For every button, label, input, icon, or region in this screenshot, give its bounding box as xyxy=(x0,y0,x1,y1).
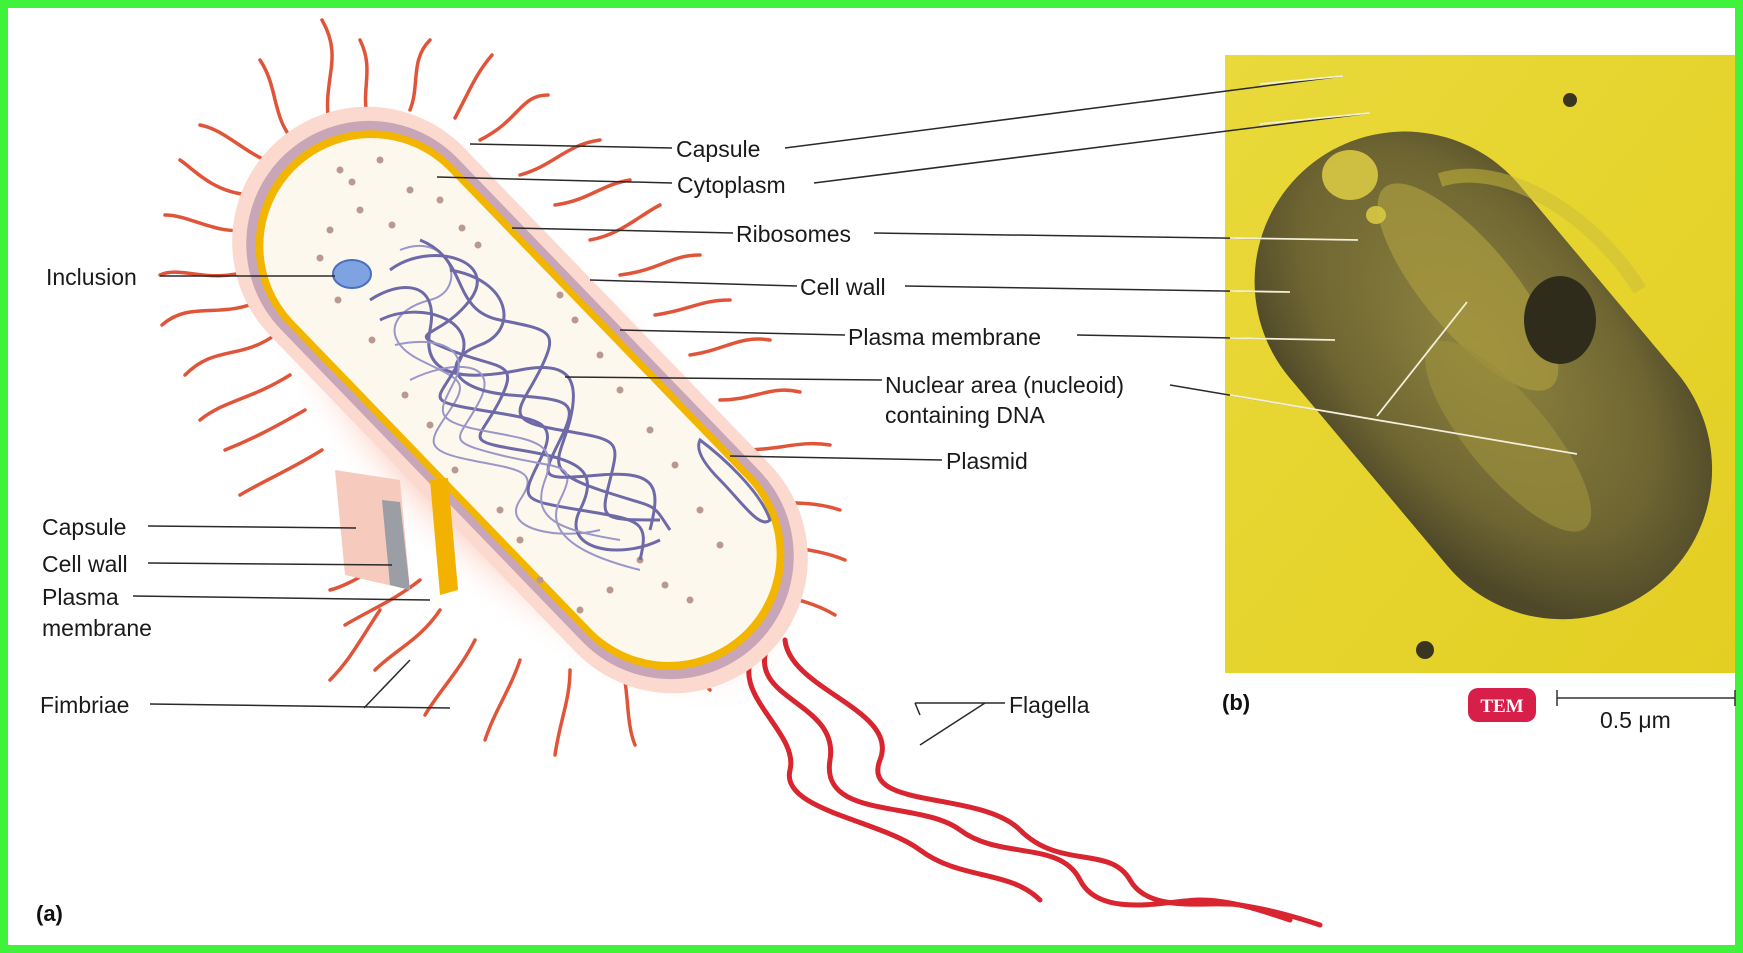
label-inclusion: Inclusion xyxy=(46,264,137,290)
scale-bar-label: 0.5 μm xyxy=(1600,707,1671,733)
label-flagella: Flagella xyxy=(1009,692,1090,718)
label-plasma-membrane-left-line2: membrane xyxy=(42,615,152,641)
label-ribosomes: Ribosomes xyxy=(736,221,851,247)
label-plasma-membrane-right: Plasma membrane xyxy=(848,324,1041,350)
inclusion-body xyxy=(333,260,371,288)
flagella-group xyxy=(749,640,1320,925)
label-nuclear-area-line1: Nuclear area (nucleoid) xyxy=(885,372,1124,398)
label-cell-wall-right: Cell wall xyxy=(800,274,886,300)
label-fimbriae: Fimbriae xyxy=(40,692,129,718)
label-cell-wall-left: Cell wall xyxy=(42,551,128,577)
label-cytoplasm: Cytoplasm xyxy=(677,172,786,198)
label-nuclear-area-line2: containing DNA xyxy=(885,402,1045,428)
tem-dense-granule xyxy=(1524,276,1596,364)
panel-label-a: (a) xyxy=(36,901,63,926)
label-capsule-left: Capsule xyxy=(42,514,126,540)
panel-label-b: (b) xyxy=(1222,690,1250,715)
tem-inclusion xyxy=(1322,150,1378,200)
label-capsule-top: Capsule xyxy=(676,136,760,162)
label-plasma-membrane-left-line1: Plasma xyxy=(42,584,119,610)
tem-badge-text: TEM xyxy=(1480,696,1523,717)
label-plasmid: Plasmid xyxy=(946,448,1028,474)
cutaway-section xyxy=(335,470,458,595)
